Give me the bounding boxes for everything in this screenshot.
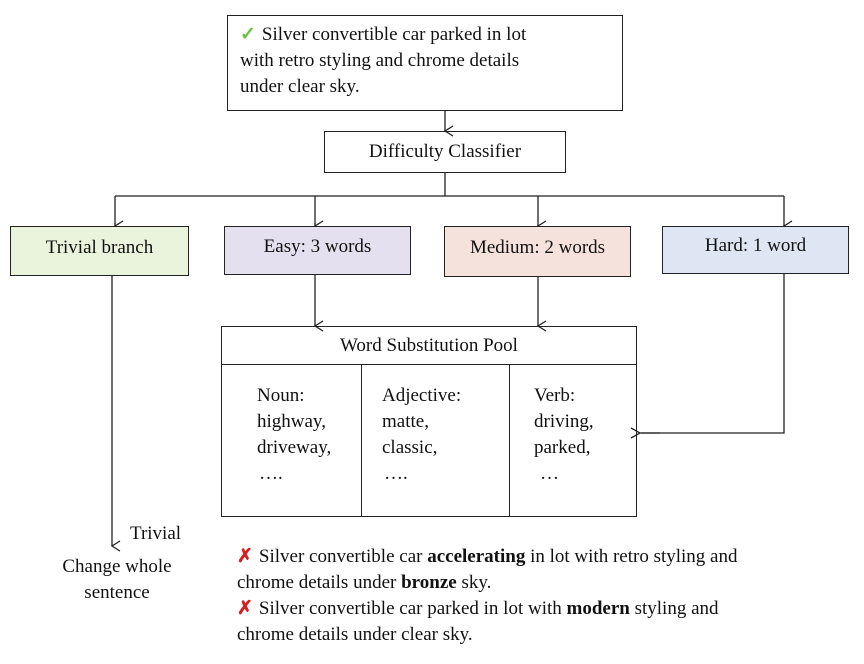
input-line-3: under clear sky.: [240, 76, 360, 97]
cross-icon: ✗: [237, 546, 253, 567]
word-substitution-pool: Word Substitution Pool Noun: highway, dr…: [221, 326, 637, 517]
hard-branch-box: Hard: 1 word: [662, 226, 849, 274]
easy-branch-box: Easy: 3 words: [224, 226, 411, 275]
input-sentence-box: ✓Silver convertible car parked in lot wi…: [227, 15, 623, 111]
difficulty-classifier-box: Difficulty Classifier: [324, 131, 566, 173]
input-line-1: ✓Silver convertible car parked in lot: [240, 24, 527, 45]
pool-title: Word Substitution Pool: [222, 327, 636, 365]
difficulty-classifier-label: Difficulty Classifier: [368, 141, 522, 162]
cross-icon: ✗: [237, 598, 253, 619]
output-example-2: ✗Silver convertible car parked in lot wi…: [237, 598, 719, 645]
trivial-branch-box: Trivial branch: [10, 226, 189, 276]
trivial-caption: Change whole sentence: [62, 556, 172, 603]
medium-branch-box: Medium: 2 words: [444, 226, 631, 277]
trivial-branch-label: Trivial branch: [45, 237, 154, 258]
pool-column-noun: Noun: highway, driveway, ….: [257, 385, 332, 484]
pool-divider-2: [509, 365, 510, 517]
hard-branch-label: Hard: 1 word: [704, 235, 807, 256]
output-example-1: ✗Silver convertible car accelerating in …: [237, 546, 738, 593]
trivial-arrow-label: Trivial: [130, 523, 182, 544]
pool-column-verb: Verb: driving, parked, …: [534, 385, 594, 484]
input-line-2: with retro styling and chrome details: [240, 50, 520, 71]
easy-branch-label: Easy: 3 words: [263, 236, 372, 257]
pool-column-adjective: Adjective: matte, classic, ….: [382, 385, 462, 484]
medium-branch-label: Medium: 2 words: [469, 237, 606, 258]
check-icon: ✓: [240, 24, 256, 45]
line-hard-to-pool: [641, 274, 785, 434]
pool-divider-1: [361, 365, 362, 517]
